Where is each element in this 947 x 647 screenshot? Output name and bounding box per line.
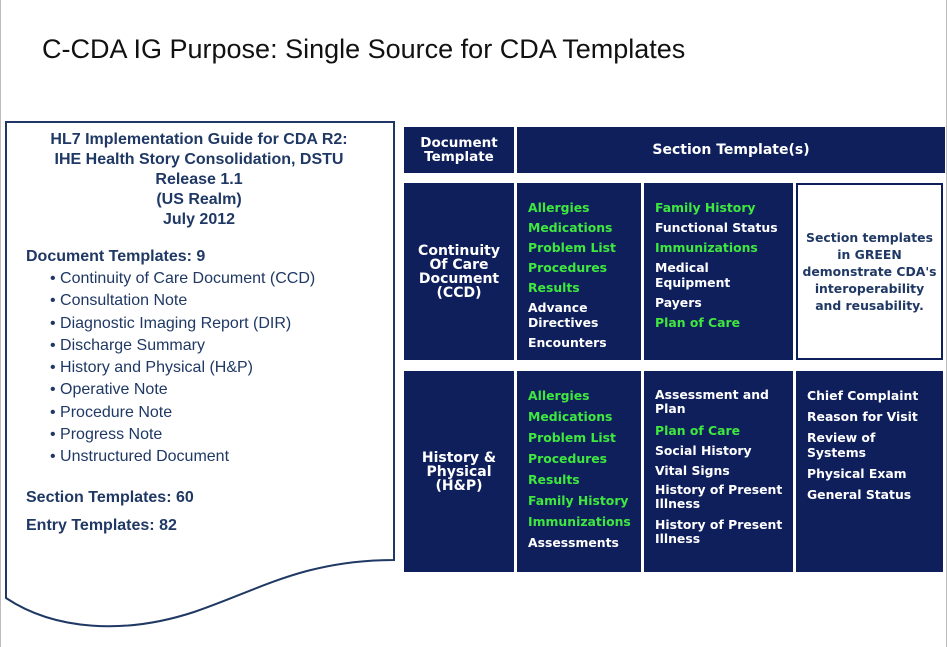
section-item: Medical Equipment [655, 260, 731, 290]
section-item: Allergies [528, 200, 590, 215]
section-item: Assessment and Plan [655, 387, 769, 416]
document-template-item: Unstructured Document [50, 446, 388, 468]
section-item: Results [528, 472, 580, 487]
guide-heading-line: HL7 Implementation Guide for CDA R2: [50, 131, 348, 148]
header-document-line: Template [424, 149, 494, 165]
ccd-sections-col1: Allergies Medications Problem List Proce… [517, 183, 641, 360]
ccd-doc-line: Document [418, 270, 500, 287]
guide-heading-line: (US Realm) [156, 191, 242, 208]
hp-doc-line: (H&P) [435, 477, 483, 494]
document-template-item: Consultation Note [50, 290, 388, 312]
section-item: Immunizations [528, 514, 631, 529]
hp-sections-col2: Assessment and Plan Plan of Care Social … [644, 371, 793, 572]
green-legend-note: Section templates in GREEN demonstrate C… [796, 183, 943, 360]
section-item: General Status [807, 487, 912, 502]
document-templates-list: Continuity of Care Document (CCD) Consul… [10, 268, 388, 469]
row-hp-document: History & Physical (H&P) [404, 371, 514, 572]
section-item: Procedures [528, 260, 608, 275]
document-template-item: Operative Note [50, 379, 388, 401]
document-template-item: Discharge Summary [50, 335, 388, 357]
section-item: Allergies [528, 388, 590, 403]
header-document-line: Document [420, 135, 498, 151]
ccd-doc-line: Of Care [429, 256, 489, 273]
document-template-item: Procedure Note [50, 402, 388, 424]
section-item: Family History [655, 200, 756, 215]
ccd-doc-line: (CCD) [436, 284, 482, 301]
section-item: Medications [528, 409, 613, 424]
section-item: Problem List [528, 430, 616, 445]
section-item: Vital Signs [655, 463, 730, 478]
document-templates-label: Document Templates: 9 [26, 248, 206, 265]
hp-doc-line: Physical [426, 463, 492, 480]
section-item: Assessments [528, 535, 619, 550]
section-item: Social History [655, 443, 752, 458]
hp-sections-col3: Chief Complaint Reason for Visit Review … [796, 371, 943, 572]
section-item: Functional Status [655, 220, 778, 235]
guide-heading-line: July 2012 [162, 211, 236, 228]
section-item: Plan of Care [655, 423, 741, 438]
section-templates-count: Section Templates: 60 [26, 488, 194, 506]
section-item: Physical Exam [807, 466, 907, 481]
green-legend-text: Section templates in GREEN demonstrate C… [802, 230, 937, 313]
section-item: Medications [528, 220, 613, 235]
section-item: Plan of Care [655, 315, 741, 330]
section-item: Family History [528, 493, 629, 508]
section-item: Immunizations [655, 240, 758, 255]
section-item: Payers [655, 295, 702, 310]
header-section-templates: Section Template(s) [517, 127, 945, 173]
section-item: History of Present Illness [655, 517, 783, 546]
document-template-item: Diagnostic Imaging Report (DIR) [50, 313, 388, 335]
entry-templates-count: Entry Templates: 82 [26, 516, 177, 534]
guide-heading-line: IHE Health Story Consolidation, DSTU [54, 151, 344, 168]
row-ccd-document: Continuity Of Care Document (CCD) [404, 183, 514, 360]
section-item: Procedures [528, 451, 608, 466]
section-item: Results [528, 280, 580, 295]
slide-title: C-CDA IG Purpose: Single Source for CDA … [42, 34, 686, 64]
hp-sections-col1: Allergies Medications Problem List Proce… [517, 371, 641, 572]
section-item: Review of Systems [807, 430, 876, 460]
ccd-sections-col2: Family History Functional Status Immuniz… [644, 183, 793, 360]
section-item: History of Present Illness [655, 482, 783, 511]
section-item: Advance Directives [528, 300, 599, 330]
guide-text: HL7 Implementation Guide for CDA R2: IHE… [10, 130, 388, 535]
hp-doc-line: History & [421, 449, 497, 466]
document-template-item: Continuity of Care Document (CCD) [50, 268, 388, 290]
guide-heading: HL7 Implementation Guide for CDA R2: IHE… [10, 130, 388, 230]
ccd-doc-line: Continuity [418, 242, 500, 259]
section-item: Problem List [528, 240, 616, 255]
header-document-template: Document Template [404, 127, 514, 173]
section-item: Reason for Visit [807, 409, 918, 424]
document-template-item: Progress Note [50, 424, 388, 446]
document-template-item: History and Physical (H&P) [50, 357, 388, 379]
section-item: Chief Complaint [807, 388, 919, 403]
guide-heading-line: Release 1.1 [155, 171, 243, 188]
section-item: Encounters [528, 335, 607, 350]
